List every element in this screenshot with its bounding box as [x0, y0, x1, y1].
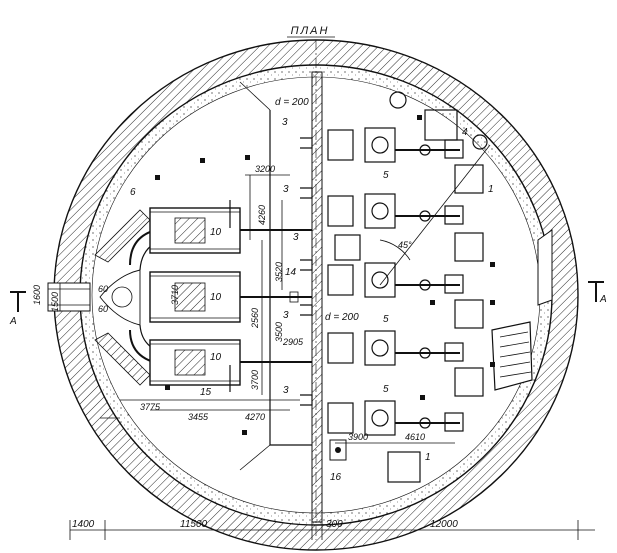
equipment-block-top: [424, 109, 458, 141]
dimension-1600: 1600: [32, 285, 42, 305]
tank-unit-top: [149, 207, 241, 254]
partition-wall: [311, 71, 323, 523]
pump-row-5: [327, 400, 464, 436]
callout-3: 3: [283, 310, 289, 321]
callout-4: 4: [462, 127, 468, 138]
equipment-block: [454, 299, 484, 329]
callout-5: 5: [383, 314, 389, 325]
chamber-center-circle: [111, 286, 133, 308]
dimension-3455: 3455: [188, 412, 209, 422]
round-hatch-small: [472, 134, 488, 150]
callout-10: 10: [210, 292, 222, 303]
dimension-3700: 3700: [250, 370, 260, 390]
dimension-1400: 1400: [72, 519, 95, 530]
callout-10: 10: [210, 352, 222, 363]
pump-row-2: [327, 193, 464, 229]
callout-3: 3: [283, 385, 289, 396]
pump-row-1: [327, 127, 464, 163]
callout-6: 6: [130, 187, 136, 198]
dimension-4610: 4610: [405, 432, 425, 442]
dimension-4260: 4260: [257, 205, 267, 225]
callout-15: 15: [200, 387, 212, 398]
callout-1: 1: [425, 452, 431, 463]
callout-3: 3: [293, 232, 299, 243]
staircase: [491, 321, 533, 391]
dimension-3900: 3900: [348, 432, 368, 442]
drawing-title: ПЛАН: [291, 25, 330, 37]
left-chamber-diagonal-bottom: [239, 444, 271, 471]
hatch-opening: [334, 234, 361, 261]
tank-unit-bottom: [149, 339, 241, 386]
discharge-axis-line: [379, 144, 491, 286]
drain-pit-dot: [335, 447, 341, 453]
marker-squares: [155, 115, 495, 435]
pump-row-3: [327, 262, 464, 298]
dimension-2560: 2560: [250, 308, 260, 329]
dimension-11500: 11500: [180, 519, 208, 530]
dimension-3200: 3200: [255, 164, 275, 174]
equipment-block: [454, 367, 484, 397]
angle-arc: [379, 239, 411, 261]
callout-5: 5: [383, 384, 389, 395]
diameter-label-middle: d = 200: [325, 312, 359, 323]
dimension-2905: 2905: [282, 337, 304, 347]
callout-60: 60: [98, 304, 108, 314]
diameter-label-top: d = 200: [275, 97, 309, 108]
equipment-block: [454, 164, 484, 194]
callout-60: 60: [98, 284, 108, 294]
valve-block: [289, 291, 299, 303]
callout-14: 14: [285, 267, 297, 278]
dimension-lines-left: [59, 174, 300, 419]
wall-niche: [537, 229, 553, 306]
callout-10: 10: [210, 227, 222, 238]
distribution-chamber: [99, 269, 141, 326]
equipment-block-bottom: [387, 451, 421, 483]
callout-3: 3: [282, 117, 288, 128]
dimension-300: 300: [326, 519, 343, 530]
dimension-3710: 3710: [170, 285, 180, 305]
equipment-block: [454, 232, 484, 262]
dimension-3775: 3775: [140, 402, 161, 412]
dimension-lines-bottom: [69, 442, 595, 540]
section-label-right: А: [599, 294, 607, 305]
dimension-1500: 1500: [50, 292, 60, 312]
dimension-3520: 3520: [274, 262, 284, 282]
round-hatch: [389, 91, 407, 109]
left-chamber-diagonal-top: [239, 81, 271, 111]
callout-3: 3: [283, 184, 289, 195]
callout-5: 5: [383, 170, 389, 181]
dimension-12000: 12000: [430, 519, 458, 530]
suction-connectors: [300, 137, 313, 406]
dimension-4270: 4270: [245, 412, 265, 422]
dimension-3500: 3500: [274, 322, 284, 342]
pump-row-4: [327, 330, 464, 366]
angle-label: 45°: [398, 240, 412, 250]
inlet-channel: [47, 282, 91, 312]
callout-16: 16: [330, 472, 342, 483]
tank-unit-middle: [149, 271, 241, 323]
section-label-left: А: [9, 316, 17, 327]
callout-1: 1: [488, 184, 494, 195]
